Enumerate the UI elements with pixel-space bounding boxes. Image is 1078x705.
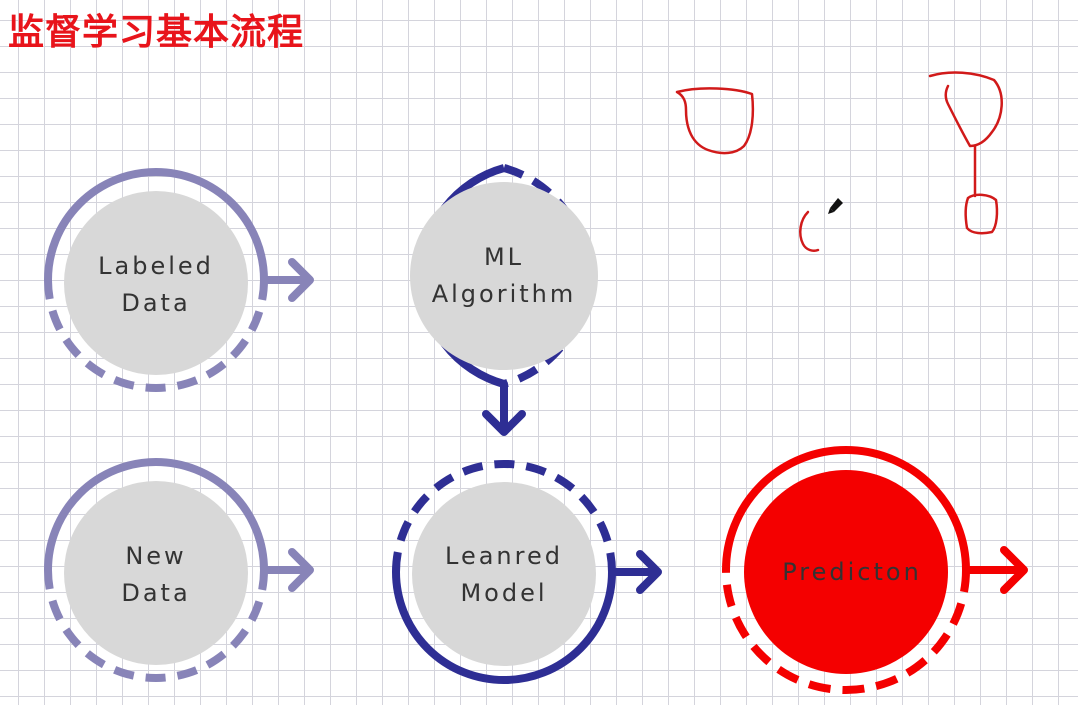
arrow-right-icon	[260, 548, 314, 592]
node-label-line2: Data	[121, 289, 190, 317]
node-ring-dashed	[44, 279, 268, 392]
node-circle	[412, 482, 596, 666]
sketch-top-shape	[928, 71, 1003, 148]
node-circle	[744, 470, 948, 674]
node-ring-dashed	[722, 569, 970, 694]
node-label-line1: ML	[484, 243, 524, 271]
page-title: 监督学习基本流程	[8, 11, 305, 53]
handwritten-annotations	[675, 71, 1003, 252]
arrow-right-icon	[260, 258, 314, 302]
node-ml-algorithm: ML Algorithm	[410, 164, 598, 436]
sketch-open-arc	[799, 210, 820, 252]
sketch-small-box	[964, 193, 999, 235]
node-new-data: New Data	[44, 458, 314, 682]
sketch-cup-shape	[675, 87, 755, 155]
node-label-line1: Labeled	[98, 252, 214, 280]
node-label-line2: Model	[460, 579, 547, 607]
node-label-line2: Algorithm	[432, 280, 577, 308]
arrow-right-icon	[608, 550, 662, 594]
node-ring-dashed	[44, 569, 268, 682]
arrow-down-icon	[482, 380, 526, 436]
node-prediction: Predicton	[722, 446, 1028, 694]
node-ring-solid	[44, 168, 268, 281]
pen-cursor-icon	[828, 198, 843, 214]
node-ring-solid	[722, 446, 970, 571]
node-learned-model: Leanred Model	[392, 460, 662, 684]
node-circle	[64, 191, 248, 375]
node-ring-solid	[44, 458, 268, 571]
arrow-right-icon	[962, 546, 1028, 594]
node-ring-solid	[392, 571, 616, 684]
node-labeled-data: Labeled Data	[44, 168, 314, 392]
node-circle	[410, 182, 598, 370]
node-label-line1: Leanred	[445, 542, 563, 570]
node-label-line1: New	[125, 542, 186, 570]
node-circle	[64, 481, 248, 665]
node-ring-dashed	[392, 460, 616, 573]
node-label-line2: Data	[121, 579, 190, 607]
node-label: Predicton	[782, 558, 922, 586]
